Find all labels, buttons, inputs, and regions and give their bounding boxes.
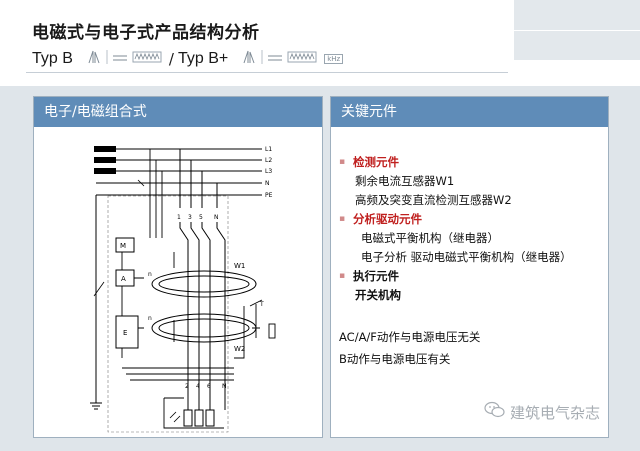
slide-title: 电磁式与电子式产品结构分析 [32, 23, 260, 43]
right-panel: 关键元件 检测元件 剩余电流互感器W1 高频及突变直流检测互感器W2 分析驱动元… [330, 96, 609, 438]
left-panel: 电子/电磁组合式 L1 L2 L3 N PE 1 3 5 N [33, 96, 323, 438]
corner-decoration [514, 0, 640, 60]
ground-icon [90, 402, 102, 410]
supply-input-3 [94, 168, 116, 174]
terminal-bottom-n: N [222, 383, 227, 390]
device-frame [107, 195, 229, 433]
w2-mark: n [148, 315, 152, 322]
watermark: 建筑电气杂志 [484, 401, 600, 423]
list-item-analysis: 分析驱动元件 [339, 210, 607, 229]
list-item-switch: 开关机构 [355, 288, 401, 302]
note-ac-a-f: AC/A/F动作与电源电压无关 [339, 330, 481, 344]
test-resistor [268, 323, 276, 339]
terminal-bottom-2: 2 [185, 383, 189, 390]
bus-label-n: N [265, 180, 270, 187]
waveform-symbols-plus-icon [242, 48, 320, 70]
left-panel-title: 电子/电磁组合式 [34, 97, 322, 127]
wechat-icon [484, 401, 506, 423]
list-item-w1: 剩余电流互感器W1 [355, 174, 455, 188]
subtitle-separator: / [168, 50, 174, 68]
load-resistor-3 [205, 409, 215, 427]
header-divider [26, 72, 508, 73]
subtitle-typ-b: Typ B [32, 50, 73, 67]
box-m [115, 237, 135, 253]
supply-input-2 [94, 157, 116, 163]
terminal-top-1: 1 [177, 214, 181, 221]
note-b: B动作与电源电压有关 [339, 352, 451, 366]
terminal-top-3: 3 [188, 214, 192, 221]
supply-input-1 [94, 146, 116, 152]
box-e-label: E [123, 329, 127, 337]
w2-label: W2 [234, 345, 245, 353]
load-resistor-2 [194, 409, 204, 427]
subtitle-row: Typ B / Typ B+ kHz [32, 48, 344, 70]
slide-header: 电磁式与电子式产品结构分析 Typ B / Typ B+ kHz [0, 0, 640, 86]
circuit-diagram: L1 L2 L3 N PE 1 3 5 N M [90, 146, 276, 433]
terminal-bottom-6: 6 [207, 383, 211, 390]
test-label: T [259, 301, 264, 308]
bus-label-l3: L3 [265, 168, 272, 175]
terminal-top-5: 5 [199, 214, 203, 221]
list-item-w2: 高频及突变直流检测互感器W2 [355, 193, 512, 207]
list-item-electromagnetic: 电磁式平衡机构（继电器） [361, 231, 499, 245]
bus-label-pe: PE [265, 192, 273, 199]
waveform-symbols-icon [87, 48, 165, 70]
bus-label-l1: L1 [265, 146, 272, 153]
w1-mark: n [148, 271, 152, 278]
transformer-w2-outer [151, 313, 257, 343]
box-a-label: A [121, 275, 126, 283]
watermark-text: 建筑电气杂志 [509, 403, 600, 422]
khz-badge: kHz [324, 54, 344, 64]
transformer-w1-outer [151, 270, 257, 298]
terminal-top-n: N [214, 214, 219, 221]
terminal-bottom-4: 4 [196, 383, 200, 390]
right-panel-title: 关键元件 [331, 97, 608, 127]
w1-label: W1 [234, 262, 245, 270]
list-item-detection: 检测元件 [339, 153, 607, 172]
box-m-label: M [120, 242, 126, 250]
subtitle-typ-b-plus: Typ B+ [177, 50, 229, 67]
box-a [115, 269, 135, 287]
list-item-electronic: 电子分析 驱动电磁式平衡机构（继电器） [361, 250, 572, 264]
transformer-w1-inner [158, 275, 250, 293]
key-components-list: 检测元件 剩余电流互感器W1 高频及突变直流检测互感器W2 分析驱动元件 电磁式… [339, 153, 607, 305]
transformer-w2-inner [158, 318, 250, 338]
box-e [115, 315, 139, 349]
test-button-icon [249, 299, 263, 338]
load-resistor-1 [183, 409, 193, 427]
bus-label-l2: L2 [265, 157, 272, 164]
list-item-actuator: 执行元件 [339, 267, 607, 286]
